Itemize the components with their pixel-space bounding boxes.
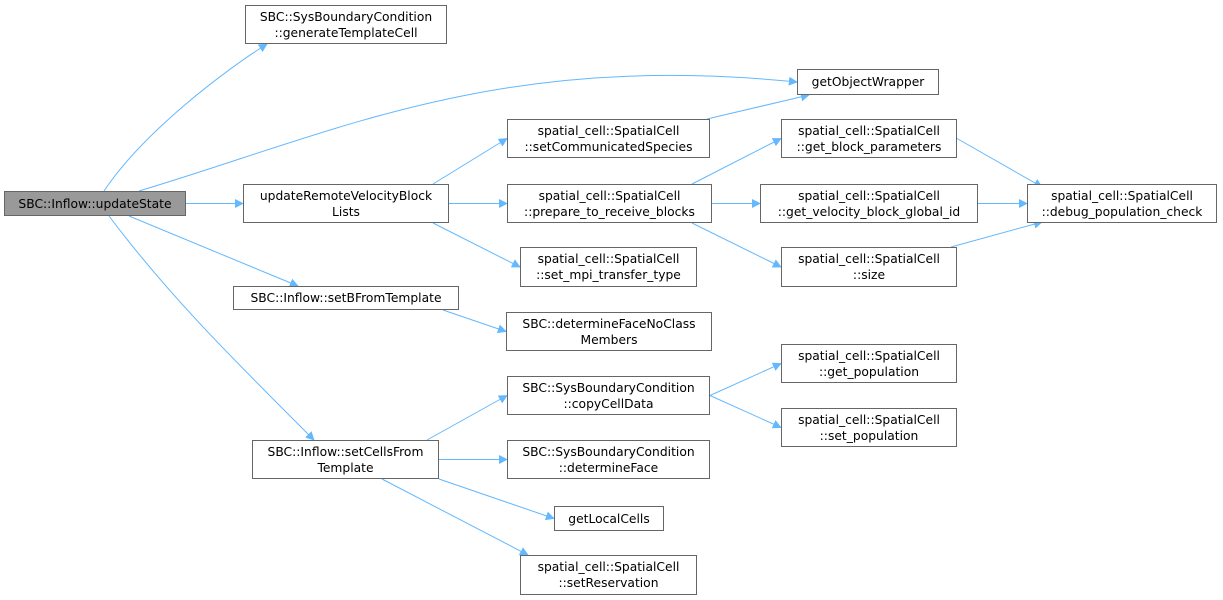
node-label-line: ::set_population (819, 428, 919, 443)
node-label-line: SBC::Inflow::setCellsFrom (267, 444, 424, 459)
node-label-line: Members (580, 332, 638, 347)
node-debug-pop-check[interactable]: spatial_cell::SpatialCell::debug_populat… (1027, 184, 1217, 223)
node-label-line: ::get_velocity_block_global_id (777, 204, 961, 219)
node-get-obj-wrapper[interactable]: getObjectWrapper (797, 69, 939, 95)
node-label-line: getLocalCells (568, 511, 650, 526)
node-label-line: spatial_cell::SpatialCell (798, 412, 940, 427)
node-label-line: ::debug_population_check (1041, 204, 1203, 219)
node-label-line: Template (317, 460, 374, 475)
node-label-line: getObjectWrapper (811, 75, 925, 89)
edge-prepare_receive-to-size (691, 222, 782, 268)
node-label-line: SBC::SysBoundaryCondition (259, 9, 433, 24)
node-set-b-template[interactable]: SBC::Inflow::setBFromTemplate (233, 286, 459, 310)
node-label-line: SBC::Inflow::updateState (18, 196, 172, 211)
node-set-comm-species[interactable]: spatial_cell::SpatialCell::setCommunicat… (507, 119, 710, 158)
edge-prepare_receive-to-get_block_params (691, 138, 782, 185)
edge-root-to-set_b_template (128, 215, 299, 288)
edge-copy_cell_data-to-get_population (709, 362, 782, 396)
node-label-line: ::size (852, 268, 886, 282)
node-get-population[interactable]: spatial_cell::SpatialCell::get_populatio… (781, 344, 957, 383)
edge-set_cells_template-to-get_local_cells (438, 478, 555, 521)
edge-root-to-get_obj_wrapper (138, 74, 798, 192)
node-prepare-receive[interactable]: spatial_cell::SpatialCell::prepare_to_re… (507, 184, 712, 223)
node-label-line: SBC::SysBoundaryCondition (522, 444, 695, 459)
node-label-line: spatial_cell::SpatialCell (537, 252, 680, 266)
node-label-line: spatial_cell::SpatialCell (798, 188, 940, 203)
node-label-line: ::get_block_parameters (796, 139, 942, 154)
node-set-reservation[interactable]: spatial_cell::SpatialCell::setReservatio… (520, 555, 697, 595)
node-get-local-cells[interactable]: getLocalCells (554, 506, 664, 531)
edge-set_cells_template-to-copy_cell_data (426, 395, 508, 441)
node-label-line: ::get_population (818, 364, 920, 379)
edge-update_remote-to-set_mpi_type (432, 222, 521, 268)
node-label-line: ::copyCellData (563, 396, 654, 411)
node-get-block-params[interactable]: spatial_cell::SpatialCell::get_block_par… (781, 119, 957, 158)
node-label-line: Lists (332, 204, 360, 219)
node-label-line: spatial_cell::SpatialCell (798, 123, 940, 138)
node-set-population[interactable]: spatial_cell::SpatialCell::set_populatio… (781, 408, 957, 447)
node-label-line: ::set_mpi_transfer_type (536, 268, 681, 282)
node-get-vel-block-id[interactable]: spatial_cell::SpatialCell::get_velocity_… (760, 184, 978, 223)
node-label-line: spatial_cell::SpatialCell (1051, 188, 1193, 203)
node-copy-cell-data[interactable]: SBC::SysBoundaryCondition::copyCellData (507, 376, 710, 415)
node-label-line: updateRemoteVelocityBlock (259, 188, 433, 203)
edge-root-to-set_cells_template (108, 215, 315, 441)
node-label-line: spatial_cell::SpatialCell (798, 252, 940, 266)
node-label-line: SBC::SysBoundaryCondition (522, 380, 695, 395)
node-label-line: spatial_cell::SpatialCell (538, 188, 681, 203)
node-label-line: ::generateTemplateCell (274, 25, 418, 40)
node-gen-template[interactable]: SBC::SysBoundaryCondition::generateTempl… (245, 5, 447, 44)
edge-copy_cell_data-to-set_population (709, 395, 782, 429)
edge-size-to-debug_pop_check (950, 219, 1043, 248)
edge-set_b_template-to-determine_face_nc (442, 309, 507, 334)
node-label-line: ::setReservation (558, 576, 659, 590)
edge-update_remote-to-set_comm_species (432, 138, 508, 185)
edge-root-to-gen_template (103, 43, 268, 192)
node-label-line: ::determineFace (558, 460, 659, 475)
node-label-line: spatial_cell::SpatialCell (537, 560, 680, 574)
edge-set_comm_species-to-get_obj_wrapper (706, 92, 810, 120)
node-label-line: SBC::Inflow::setBFromTemplate (250, 291, 442, 305)
edge-set_cells_template-to-set_reservation (381, 478, 529, 556)
node-size[interactable]: spatial_cell::SpatialCell::size (781, 247, 957, 287)
node-label-line: ::prepare_to_receive_blocks (524, 204, 695, 219)
node-label-line: spatial_cell::SpatialCell (537, 123, 680, 138)
edge-get_block_params-to-debug_pop_check (956, 138, 1043, 188)
node-label-line: SBC::determineFaceNoClass (522, 316, 696, 331)
node-determine-face[interactable]: SBC::SysBoundaryCondition::determineFace (507, 440, 710, 479)
node-root[interactable]: SBC::Inflow::updateState (4, 191, 186, 216)
node-label-line: ::setCommunicatedSpecies (524, 139, 693, 154)
node-label-line: spatial_cell::SpatialCell (798, 348, 940, 363)
node-set-mpi-type[interactable]: spatial_cell::SpatialCell::set_mpi_trans… (520, 247, 697, 287)
